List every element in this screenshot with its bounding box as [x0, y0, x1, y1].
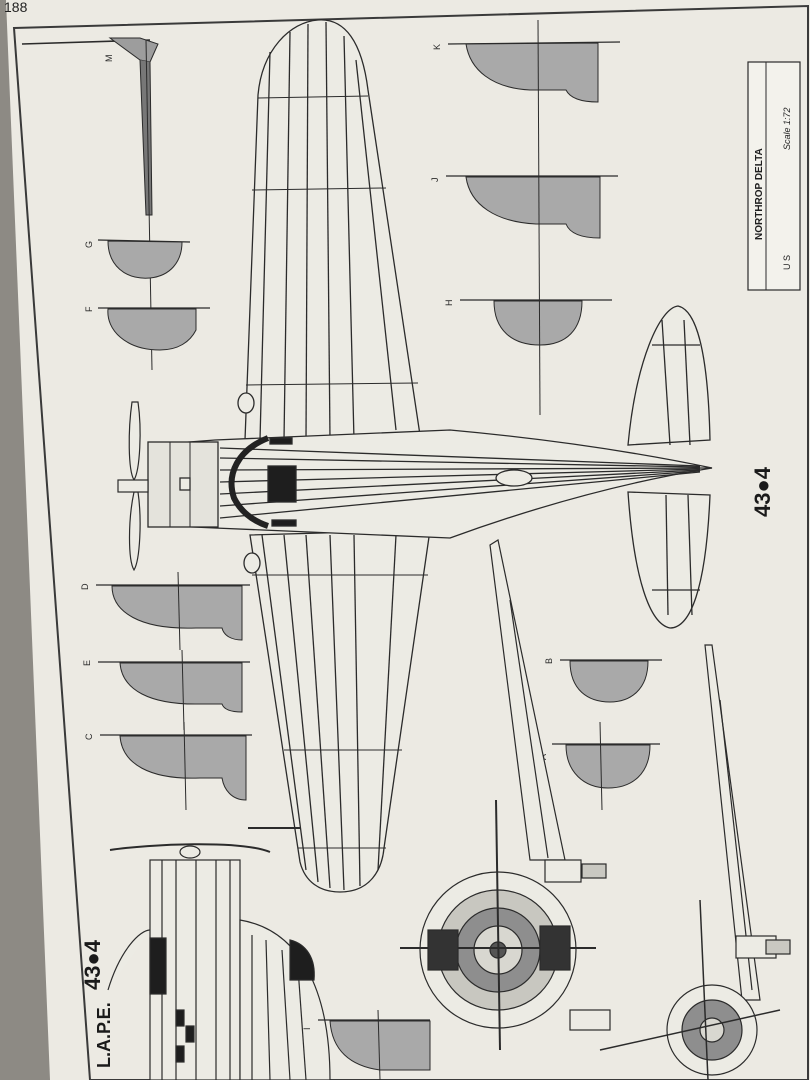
front-view-engine-large	[400, 799, 611, 1051]
plan-view-wing-upper	[237, 19, 421, 441]
page-number: 188	[4, 0, 28, 15]
plan-view-wing-lower	[243, 529, 431, 893]
plan-view-fuselage	[147, 429, 713, 539]
wing-section-d	[96, 571, 250, 651]
wing-section-e	[98, 649, 250, 731]
front-view-engine-small	[599, 899, 781, 1080]
wing-section-a	[552, 721, 660, 811]
section-label-b: B	[544, 658, 554, 664]
title-scale: Scale 1:72	[782, 107, 792, 150]
section-label-g: G	[84, 241, 94, 248]
section-label-i: I	[302, 1027, 312, 1030]
section-label-k: K	[432, 44, 442, 50]
wing-section-k	[447, 41, 621, 103]
wing-section-c	[100, 721, 252, 811]
plan-view-tailplane	[627, 305, 711, 629]
reference-line-right	[537, 19, 541, 416]
section-label-e: E	[82, 660, 92, 666]
title-block	[747, 61, 801, 291]
side-view-lower-strip	[704, 644, 791, 1001]
operator-marking: L.A.P.E.	[94, 1002, 114, 1068]
wing-section-i	[318, 1009, 431, 1080]
side-view-fuselage	[107, 843, 331, 1080]
section-label-f: F	[84, 306, 94, 312]
section-label-c: C	[84, 733, 94, 740]
section-label-m: M	[104, 55, 114, 63]
wing-section-b	[560, 659, 662, 703]
serial-marking-side: 43●4	[80, 939, 105, 990]
side-view-upper-strip	[489, 539, 607, 883]
title-country: U S	[782, 255, 792, 270]
drawing-frame	[12, 4, 809, 1080]
section-label-d: D	[80, 583, 90, 590]
tail-side-view	[21, 37, 159, 371]
plan-view-propeller	[117, 401, 149, 572]
wing-section-g	[97, 239, 191, 279]
wing-section-f	[98, 307, 210, 351]
serial-marking-top: 43●4	[750, 466, 775, 517]
section-label-h: H	[444, 300, 454, 307]
wing-section-j	[446, 175, 618, 239]
title-aircraft-name: NORTHROP DELTA	[754, 148, 765, 240]
section-label-j: J	[430, 178, 440, 183]
